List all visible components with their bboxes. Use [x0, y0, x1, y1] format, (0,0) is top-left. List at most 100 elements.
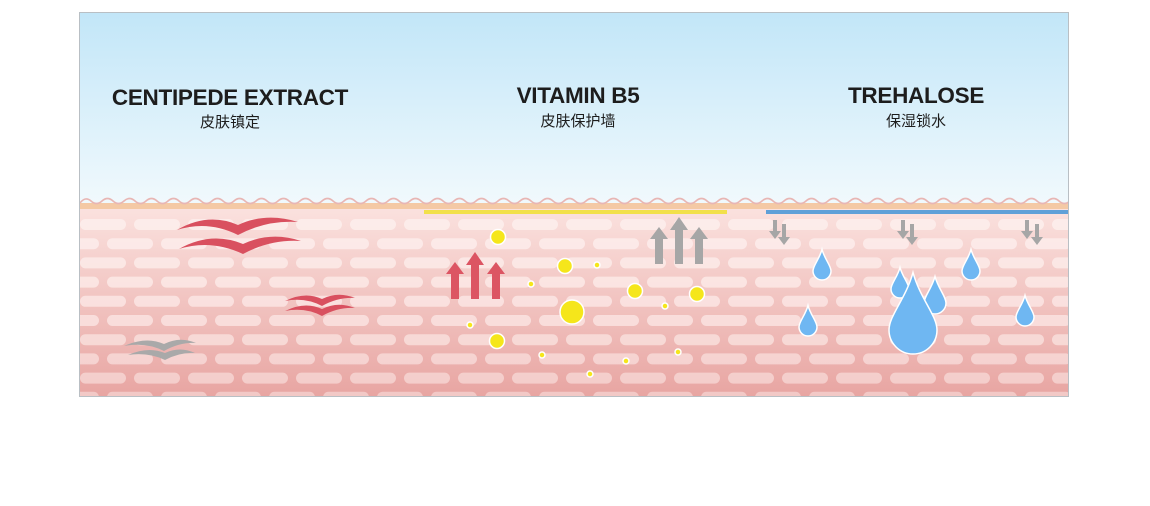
skin-cell — [323, 276, 369, 288]
skin-surface-strip — [80, 203, 1068, 209]
skin-cell — [971, 315, 1017, 326]
skin-cell — [917, 276, 963, 288]
skin-cell — [323, 391, 369, 396]
skin-cell — [836, 372, 882, 384]
skin-cell — [917, 391, 963, 396]
skin-cell — [161, 276, 207, 288]
diagram-panel: CENTIPEDE EXTRACT 皮肤镇定 VITAMIN B5 皮肤保护墙 … — [79, 12, 1069, 397]
skin-cell — [269, 315, 315, 326]
skin-cell — [80, 334, 126, 346]
calm-wave-icon-large — [177, 217, 301, 254]
skin-cell — [80, 372, 126, 384]
skin-cell — [701, 353, 747, 365]
section-title-centipede: CENTIPEDE EXTRACT — [112, 85, 349, 110]
skin-cell — [944, 372, 990, 384]
water-drop-icon — [961, 246, 981, 281]
skin-cell — [296, 334, 342, 346]
skin-cell — [215, 391, 261, 396]
skin-cell — [944, 334, 990, 346]
skin-cell — [188, 295, 234, 307]
calm-wave-icon-small — [285, 294, 355, 316]
skin-cell — [971, 238, 1017, 250]
skin-cell — [80, 276, 99, 288]
skin-surface-wave — [80, 197, 1068, 205]
skin-cell — [620, 372, 666, 384]
skin-cell — [782, 372, 828, 384]
skin-cell — [593, 315, 639, 326]
skin-cell — [539, 238, 585, 250]
skin-cell — [1052, 219, 1068, 230]
skin-cell — [809, 391, 855, 396]
moisture-barrier-line — [766, 210, 1068, 214]
skin-cell — [944, 295, 990, 307]
down-arrow-icon — [1031, 224, 1043, 245]
down-arrow-icon — [1021, 220, 1033, 239]
down-arrow-icon — [906, 224, 918, 245]
skin-cell — [755, 238, 801, 250]
skin-cell — [917, 238, 963, 250]
skin-cell — [809, 353, 855, 365]
down-arrow-icon — [778, 224, 790, 245]
skin-cell — [404, 295, 450, 307]
vitamin-dot-icons — [466, 228, 706, 378]
down-arrow-icons — [769, 220, 1043, 245]
skin-cell — [863, 391, 909, 396]
skin-cell — [431, 315, 477, 326]
skin-cell — [134, 257, 180, 269]
up-arrow-icon-gray — [650, 217, 708, 264]
skin-cell — [512, 219, 558, 230]
skin-cell — [809, 315, 855, 326]
skin-cell — [431, 238, 477, 250]
skin-cell — [539, 276, 585, 288]
skin-cell — [107, 315, 153, 326]
skin-cell — [566, 219, 612, 230]
water-drop-icon — [890, 264, 910, 299]
skin-cell — [134, 295, 180, 307]
skin-cell — [647, 353, 693, 365]
skin-cell — [296, 372, 342, 384]
skin-cell — [80, 391, 99, 396]
skin-cell — [647, 315, 693, 326]
skin-cell — [593, 238, 639, 250]
section-title-trehalose: TREHALOSE — [848, 83, 984, 108]
skin-cell — [1025, 276, 1068, 288]
skin-cell — [836, 334, 882, 346]
skin-cell — [539, 391, 585, 396]
skin-cell — [782, 334, 828, 346]
skin-cell — [242, 295, 288, 307]
skin-cell — [80, 295, 126, 307]
skin-cell — [728, 295, 774, 307]
skin-cell — [971, 391, 1017, 396]
skin-cell — [647, 238, 693, 250]
skin-cell — [1025, 315, 1068, 326]
skin-cell — [701, 315, 747, 326]
skin-cell — [458, 372, 504, 384]
skin-cell — [323, 315, 369, 326]
skin-cell — [998, 295, 1044, 307]
water-drop-icon — [798, 302, 818, 337]
skin-cell — [1025, 238, 1068, 250]
skin-cell — [566, 334, 612, 346]
skin-cell — [998, 257, 1044, 269]
skin-cell — [620, 219, 666, 230]
skin-cell — [998, 334, 1044, 346]
skin-cell — [458, 219, 504, 230]
skin-cell — [377, 353, 423, 365]
skin-cell — [890, 257, 936, 269]
skin-cell — [755, 315, 801, 326]
skin-cell — [107, 391, 153, 396]
skin-cell — [593, 391, 639, 396]
skin-cell — [566, 372, 612, 384]
skin-cell — [593, 353, 639, 365]
skin-cell — [1052, 295, 1068, 307]
skin-cell — [80, 219, 126, 230]
skin-cell — [188, 257, 234, 269]
water-drop-icon — [1015, 292, 1035, 327]
skin-cell — [1052, 334, 1068, 346]
skin-cell — [377, 238, 423, 250]
vitamin-barrier-line — [424, 210, 727, 214]
skin-cell — [674, 372, 720, 384]
skin-cell — [404, 334, 450, 346]
skin-cell — [512, 295, 558, 307]
